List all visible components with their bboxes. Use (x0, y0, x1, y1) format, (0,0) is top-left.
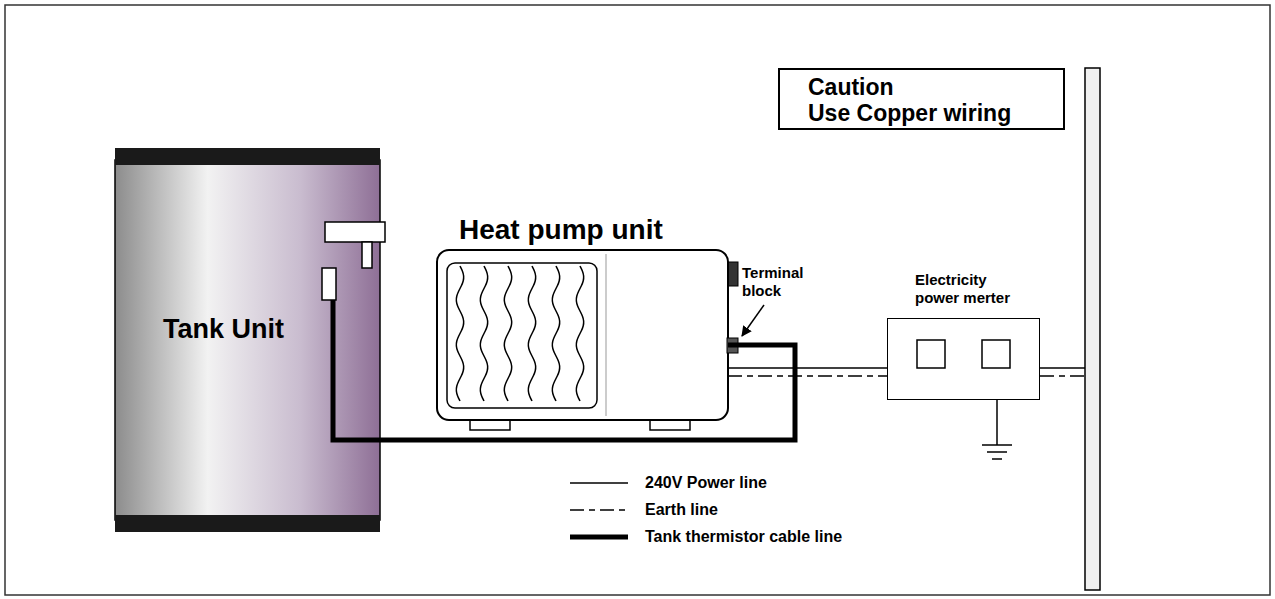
fan-grille (504, 266, 511, 401)
power-line (728, 367, 887, 369)
fan-grille (528, 266, 535, 401)
thermistor-cable (380, 345, 795, 440)
leader-line (742, 305, 764, 336)
power-meter: Electricity power merter (887, 318, 1040, 400)
fan-grille (456, 266, 463, 401)
legend-text: 240V Power line (645, 473, 767, 493)
meter-label: Electricity power merter (915, 271, 1033, 307)
legend-text: Earth line (645, 500, 718, 520)
part-label: Terminal block (742, 264, 814, 300)
legend-sample (568, 472, 630, 494)
legend-sample (568, 499, 630, 521)
caution-note: Use Copper wiring (808, 100, 1049, 126)
heat-pump-drawing (437, 250, 738, 430)
wall (1085, 68, 1100, 590)
legend-sample (568, 526, 630, 548)
earth-line (728, 375, 887, 377)
fan-grille (576, 266, 583, 401)
unit-label: Heat pump unit (459, 214, 663, 246)
fan-grille (480, 266, 487, 401)
tank-drawing (115, 148, 385, 532)
legend-text: Tank thermistor cable line (645, 527, 842, 547)
fan-grille (552, 266, 559, 401)
legend-line (570, 482, 628, 484)
frame (5, 5, 1270, 595)
caution-box: CautionUse Copper wiring (778, 68, 1065, 130)
legend-line (570, 535, 628, 540)
caution-heading: Caution (808, 74, 1049, 100)
heat-pump-unit: Heat pump unit (437, 210, 728, 420)
unit-label: Tank Unit (163, 314, 284, 345)
tank-unit: Tank Unit (115, 148, 380, 532)
legend-line (570, 509, 628, 511)
